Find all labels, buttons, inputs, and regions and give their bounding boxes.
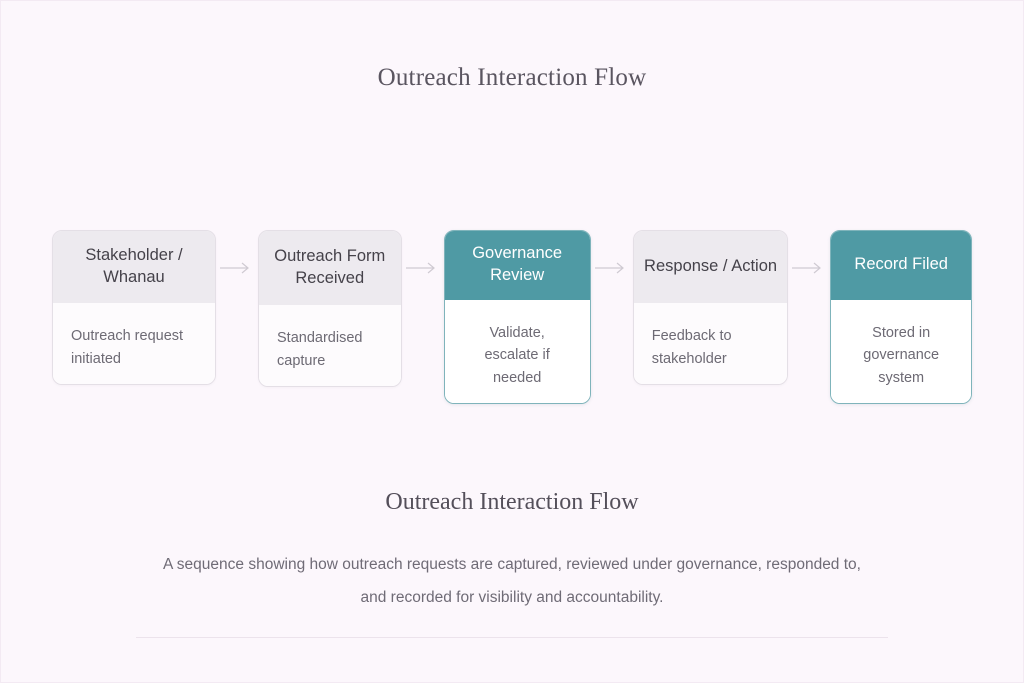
flow-node-header: Record Filed — [831, 231, 972, 300]
flow-arrow-3 — [591, 230, 633, 305]
caption-title: Outreach Interaction Flow — [385, 489, 639, 515]
page-title: Outreach Interaction Flow — [377, 64, 647, 91]
arrow-right-icon — [405, 262, 435, 273]
flow-node-record-filed[interactable]: Record Filed Stored in governance system — [830, 230, 973, 404]
flow-node-body: Stored in governance system — [831, 299, 972, 403]
flow-node-body: Outreach request initiated — [53, 303, 215, 384]
flow-node-stakeholder-whanau[interactable]: Stakeholder / Whanau Outreach request in… — [52, 230, 216, 385]
flow-node-header: Response / Action — [633, 231, 788, 304]
flow-node-header: Stakeholder / Whanau — [53, 231, 215, 304]
flow-node-outreach-form-received[interactable]: Outreach Form Received Standardised capt… — [258, 230, 402, 387]
flow-node-header: Outreach Form Received — [259, 231, 401, 306]
flow-arrow-4 — [788, 230, 830, 305]
arrow-right-icon — [594, 262, 624, 273]
caption-description: A sequence showing how outreach requests… — [163, 556, 861, 607]
flow-diagram: Stakeholder / Whanau Outreach request in… — [52, 230, 973, 410]
flow-node-body: Standardised capture — [259, 305, 401, 386]
footer-divider — [136, 637, 888, 638]
flow-node-body: Validate, escalate if needed — [444, 299, 590, 403]
flow-arrow-1 — [216, 230, 258, 305]
flow-node-governance-review[interactable]: Governance Review Validate, escalate if … — [443, 230, 591, 404]
flow-node-response-action[interactable]: Response / Action Feedback to stakeholde… — [632, 230, 789, 385]
flow-node-header: Governance Review — [444, 231, 590, 300]
flow-arrow-2 — [402, 230, 444, 305]
arrow-right-icon — [792, 262, 822, 273]
arrow-right-icon — [220, 262, 249, 273]
flow-node-body: Feedback to stakeholder — [633, 303, 788, 384]
